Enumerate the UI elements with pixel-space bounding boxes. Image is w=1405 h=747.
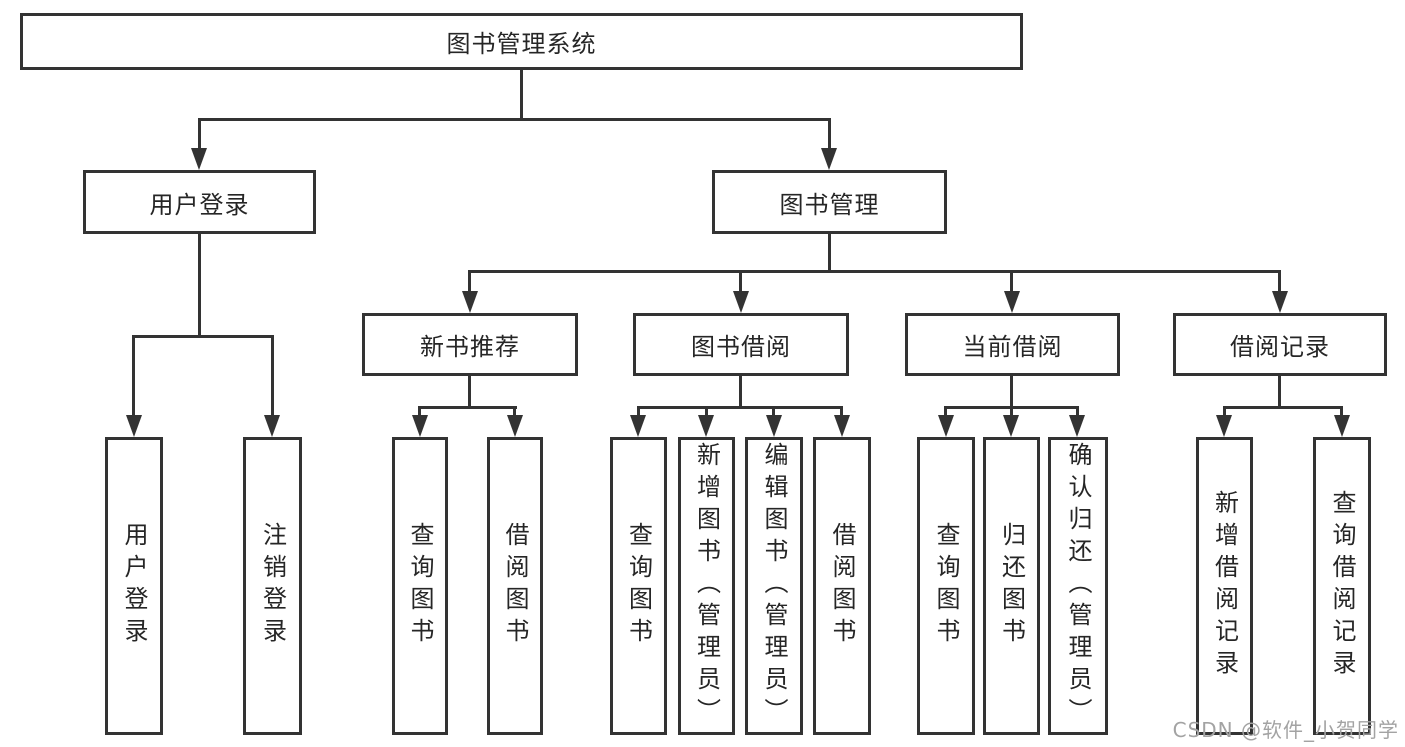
node-root-label: 图书管理系统	[446, 30, 597, 58]
connector-drop-leaf-10	[1076, 406, 1079, 417]
leaf-add-books-admin-label: 新增图书（管理员）	[692, 442, 721, 730]
connector-new-book-recommend-branch	[418, 406, 517, 409]
connector-book-borrow-branch	[637, 406, 843, 409]
node-borrow-records-label: 借阅记录	[1230, 333, 1330, 361]
connector-drop-book-management	[828, 118, 831, 150]
leaf-query-borrow-record: 查询借阅记录	[1313, 437, 1371, 735]
connector-drop-book-borrow	[739, 270, 742, 293]
connector-drop-leaf-12	[1340, 406, 1343, 417]
connector-drop-leaf-9	[1010, 406, 1013, 417]
connector-drop-leaf-6	[772, 406, 775, 417]
connector-drop-leaf-11	[1223, 406, 1226, 417]
connector-drop-leaf-logout	[271, 335, 274, 415]
leaf-logout-label: 注销登录	[258, 522, 287, 650]
node-book-borrow: 图书借阅	[633, 313, 849, 376]
connector-current-borrow-stem	[1010, 376, 1013, 406]
arrowhead-user-login-icon	[191, 148, 207, 170]
node-book-management-label: 图书管理	[779, 190, 880, 219]
node-book-borrow-label: 图书借阅	[691, 333, 791, 361]
leaf-add-borrow-record: 新增借阅记录	[1196, 437, 1253, 735]
connector-root-stem	[520, 70, 523, 118]
leaf-query-borrow-record-label: 查询借阅记录	[1328, 490, 1356, 682]
arrowhead-leaf-12-icon	[1334, 415, 1350, 437]
leaf-user-login: 用户登录	[105, 437, 163, 735]
connector-book-management-stem	[828, 234, 831, 270]
leaf-borrow-books-recommend-label: 借阅图书	[501, 522, 529, 650]
leaf-query-books-borrow: 查询图书	[610, 437, 667, 735]
node-new-book-recommend-label: 新书推荐	[420, 333, 520, 361]
connector-book-borrow-stem	[739, 376, 742, 406]
node-book-management: 图书管理	[712, 170, 947, 234]
leaf-edit-books-admin-label: 编辑图书（管理员）	[760, 442, 788, 730]
arrowhead-leaf-logout-icon	[264, 415, 280, 437]
connector-root-branch	[198, 118, 831, 121]
leaf-query-books-current: 查询图书	[917, 437, 975, 735]
leaf-return-books-label: 归还图书	[997, 522, 1026, 650]
connector-drop-leaf-5	[705, 406, 708, 417]
leaf-confirm-return-admin: 确认归还（管理员）	[1048, 437, 1108, 735]
connector-drop-leaf-4	[637, 406, 640, 417]
leaf-query-books-recommend-label: 查询图书	[406, 522, 434, 650]
arrowhead-leaf-8-icon	[938, 415, 954, 437]
leaf-confirm-return-admin-label: 确认归还（管理员）	[1064, 442, 1092, 730]
arrowhead-leaf-7-icon	[834, 415, 850, 437]
arrowhead-leaf-2-icon	[412, 415, 428, 437]
leaf-edit-books-admin: 编辑图书（管理员）	[745, 437, 803, 735]
connector-new-book-recommend-stem	[468, 376, 471, 406]
arrowhead-book-management-icon	[821, 148, 837, 170]
connector-user-login-stem	[198, 234, 201, 335]
node-current-borrow: 当前借阅	[905, 313, 1120, 376]
arrowhead-leaf-6-icon	[766, 415, 782, 437]
arrowhead-leaf-4-icon	[630, 415, 646, 437]
node-current-borrow-label: 当前借阅	[962, 333, 1063, 361]
connector-drop-leaf-8	[944, 406, 947, 417]
arrowhead-leaf-9-icon	[1003, 415, 1019, 437]
connector-drop-leaf-login	[132, 335, 135, 415]
node-user-login-label: 用户登录	[149, 190, 250, 219]
arrowhead-leaf-5-icon	[698, 415, 714, 437]
connector-user-login-branch	[132, 335, 274, 338]
arrowhead-leaf-3-icon	[507, 415, 523, 437]
arrowhead-borrow-records-icon	[1272, 291, 1288, 313]
leaf-query-books-recommend: 查询图书	[392, 437, 448, 735]
node-user-login: 用户登录	[83, 170, 316, 234]
arrowhead-leaf-11-icon	[1216, 415, 1232, 437]
node-borrow-records: 借阅记录	[1173, 313, 1387, 376]
connector-drop-leaf-3	[513, 406, 516, 417]
leaf-add-books-admin: 新增图书（管理员）	[678, 437, 735, 735]
leaf-borrow-books-recommend: 借阅图书	[487, 437, 543, 735]
leaf-logout: 注销登录	[243, 437, 302, 735]
arrowhead-new-book-recommend-icon	[462, 291, 478, 313]
connector-borrow-records-branch	[1223, 406, 1343, 409]
csdn-watermark: CSDN @软件_小贺同学	[1172, 718, 1399, 742]
connector-drop-leaf-7	[840, 406, 843, 417]
connector-drop-borrow-records	[1278, 270, 1281, 293]
node-root: 图书管理系统	[20, 13, 1023, 70]
leaf-user-login-label: 用户登录	[120, 522, 148, 650]
connector-drop-current-borrow	[1010, 270, 1013, 293]
leaf-query-books-borrow-label: 查询图书	[624, 522, 653, 650]
leaf-return-books: 归还图书	[983, 437, 1040, 735]
leaf-borrow-books: 借阅图书	[813, 437, 871, 735]
arrowhead-current-borrow-icon	[1004, 291, 1020, 313]
leaf-borrow-books-label: 借阅图书	[828, 522, 856, 650]
connector-book-management-branch	[468, 270, 1281, 273]
arrowhead-leaf-login-icon	[126, 415, 142, 437]
arrowhead-leaf-10-icon	[1069, 415, 1085, 437]
leaf-query-books-current-label: 查询图书	[932, 522, 960, 650]
connector-drop-new-book-recommend	[468, 270, 471, 293]
connector-drop-leaf-2	[418, 406, 421, 417]
connector-borrow-records-stem	[1278, 376, 1281, 406]
node-new-book-recommend: 新书推荐	[362, 313, 578, 376]
connector-drop-user-login	[198, 118, 201, 150]
leaf-add-borrow-record-label: 新增借阅记录	[1210, 490, 1239, 682]
arrowhead-book-borrow-icon	[733, 291, 749, 313]
